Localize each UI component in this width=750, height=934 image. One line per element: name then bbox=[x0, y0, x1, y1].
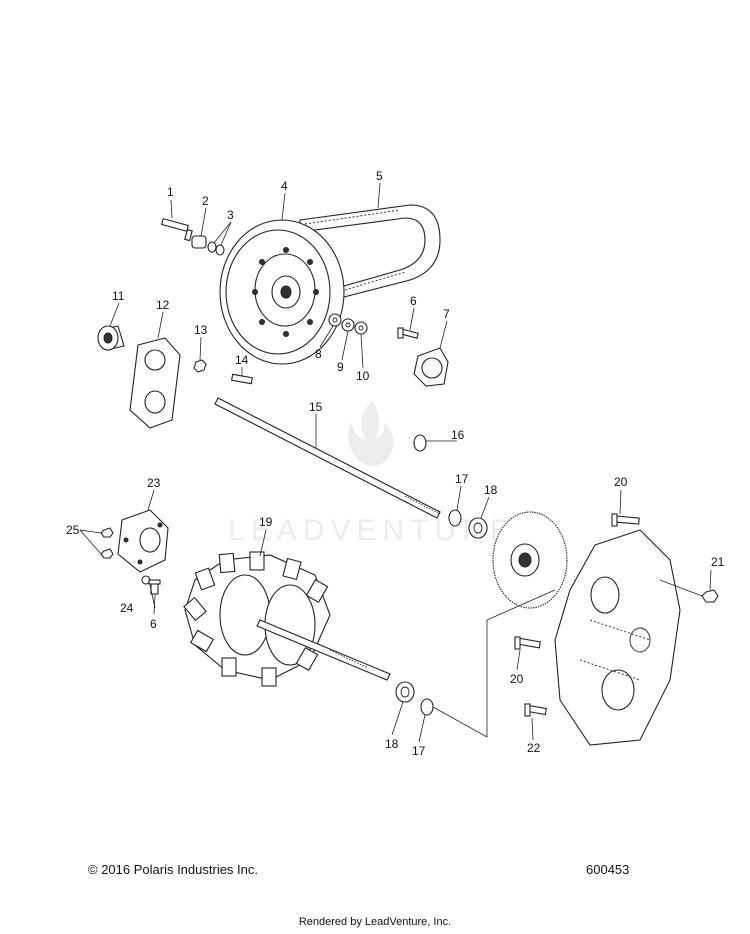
watermark-text: LEADVENTURE bbox=[228, 514, 516, 547]
leader-lines bbox=[79, 182, 712, 743]
bolt-20-upper bbox=[611, 513, 640, 527]
callout-8: 8 bbox=[315, 347, 322, 361]
bolt-6-lower bbox=[148, 579, 161, 595]
rendered-by-text: Rendered by LeadVenture, Inc. bbox=[298, 916, 452, 928]
bolt-6-upper bbox=[397, 327, 419, 339]
nut-21 bbox=[701, 589, 719, 603]
callout-23: 23 bbox=[147, 476, 161, 490]
washer-9 bbox=[341, 318, 355, 332]
seal-18-lower bbox=[395, 681, 415, 703]
bearing-plate-23 bbox=[117, 509, 169, 573]
watermark: LEADVENTURE bbox=[228, 400, 516, 547]
bolt-1 bbox=[160, 218, 193, 242]
callout-6: 6 bbox=[410, 294, 417, 308]
bushing bbox=[191, 235, 207, 249]
callout-21: 21 bbox=[711, 555, 725, 569]
mount-plate-12 bbox=[129, 337, 181, 429]
bolt-20-lower bbox=[514, 636, 541, 650]
callout-2: 2 bbox=[202, 194, 209, 208]
washer-8 bbox=[328, 313, 342, 327]
callout-25: 25 bbox=[66, 523, 80, 537]
callout-18-lower: 18 bbox=[385, 737, 399, 751]
callout-7: 7 bbox=[443, 307, 450, 321]
flame-icon bbox=[348, 400, 394, 466]
callout-20: 20 bbox=[614, 475, 628, 489]
bearing-11 bbox=[97, 325, 125, 351]
callout-1: 1 bbox=[167, 185, 174, 199]
callout-15: 15 bbox=[309, 400, 323, 414]
callout-16: 16 bbox=[451, 428, 465, 442]
callout-17-lower: 17 bbox=[412, 744, 426, 758]
driveshaft-15 bbox=[214, 397, 441, 519]
o-ring-17-upper bbox=[448, 509, 462, 527]
drive-sprocket-19 bbox=[183, 551, 391, 687]
callout-18: 18 bbox=[484, 483, 498, 497]
callout-10: 10 bbox=[356, 369, 370, 383]
key-14 bbox=[230, 373, 254, 385]
callout-20-lower: 20 bbox=[510, 672, 524, 686]
o-ring-17-lower bbox=[420, 698, 434, 716]
callout-6-lower: 6 bbox=[150, 617, 157, 631]
callout-22: 22 bbox=[527, 741, 541, 755]
nuts-25 bbox=[100, 527, 114, 559]
callout-12: 12 bbox=[156, 298, 170, 312]
washer-10 bbox=[354, 321, 368, 335]
callout-9: 9 bbox=[337, 360, 344, 374]
chaincase-housing bbox=[554, 529, 681, 746]
callout-5: 5 bbox=[376, 169, 383, 183]
o-ring-16 bbox=[413, 434, 427, 452]
drive-clutch bbox=[219, 219, 345, 365]
washers-3 bbox=[207, 241, 225, 256]
callout-11: 11 bbox=[112, 289, 125, 303]
seal-18-upper bbox=[468, 517, 488, 539]
callout-3: 3 bbox=[227, 208, 234, 222]
callout-17: 17 bbox=[455, 472, 469, 486]
bearing-plate-7 bbox=[413, 347, 449, 387]
callout-labels: 1 2 3 4 5 6 7 8 9 10 11 12 13 14 15 16 1… bbox=[66, 169, 725, 758]
callout-14: 14 bbox=[235, 353, 249, 367]
callout-24: 24 bbox=[120, 601, 134, 615]
copyright-text: © 2016 Polaris Industries Inc. bbox=[88, 862, 258, 877]
callout-19: 19 bbox=[259, 515, 273, 529]
nut-13 bbox=[193, 359, 207, 373]
sprocket-gear bbox=[492, 511, 568, 609]
diagram-number: 600453 bbox=[586, 862, 630, 877]
bolt-22 bbox=[524, 703, 548, 717]
callout-4: 4 bbox=[281, 179, 288, 193]
callout-13: 13 bbox=[194, 323, 208, 337]
